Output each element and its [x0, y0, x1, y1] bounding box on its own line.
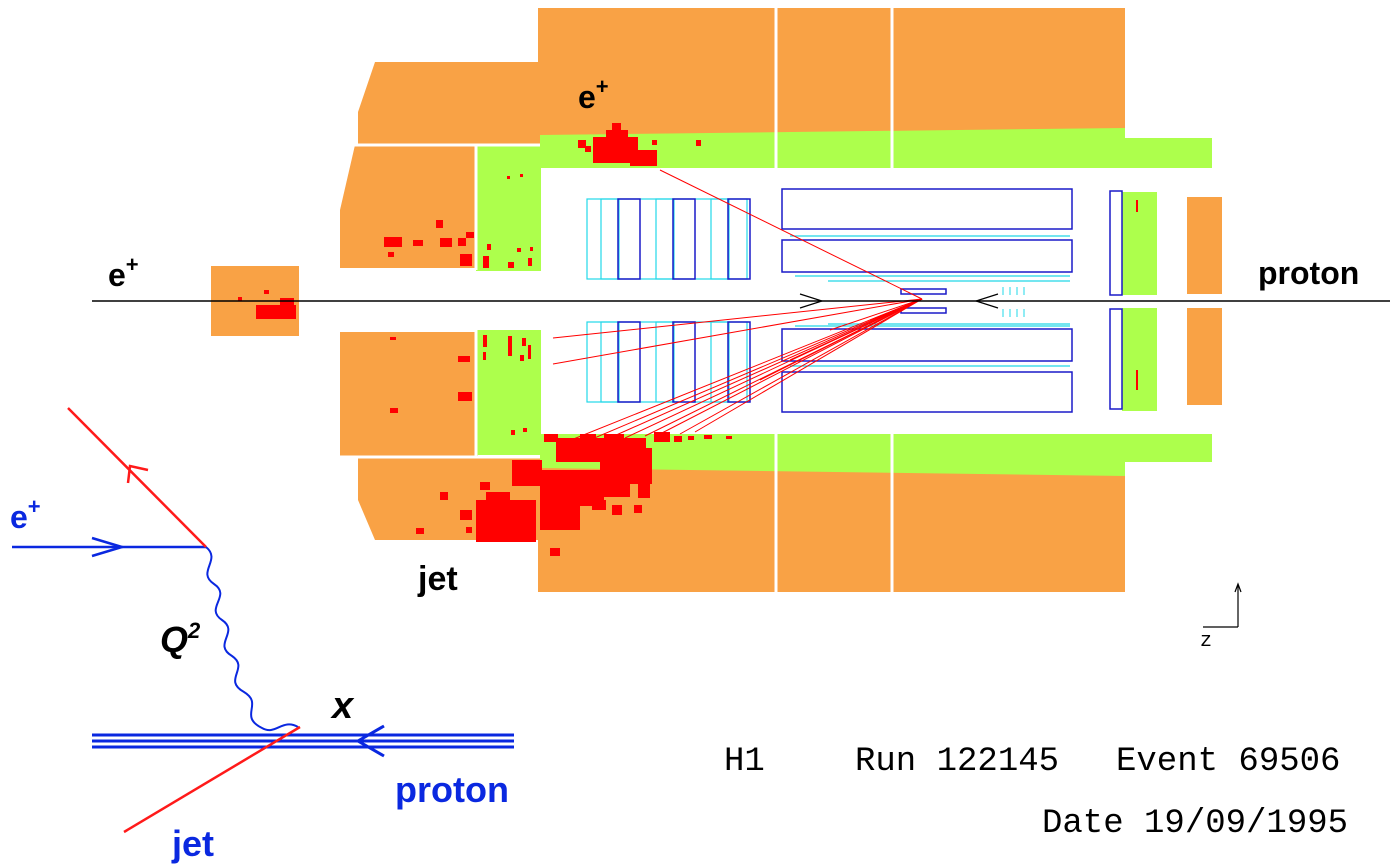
label-positron-top: e+	[578, 74, 609, 115]
feynman-label-positron: e+	[10, 494, 41, 535]
positron-out-line	[67, 407, 207, 548]
hadronic-calorimeter	[211, 8, 1222, 592]
label-proton-beam: proton	[1258, 255, 1359, 291]
em-calorimeter	[476, 128, 1212, 476]
experiment-label: H1	[724, 743, 765, 781]
label-positron-beam: e+	[108, 252, 139, 293]
feynman-diagram	[12, 407, 514, 834]
positron-in-line	[12, 536, 206, 558]
photon-propagator	[205, 546, 299, 731]
forward-tracker	[586, 198, 751, 403]
feynman-label-proton: proton	[395, 769, 509, 810]
particle-tracks	[552, 169, 923, 443]
run-label: Run 122145	[855, 743, 1059, 781]
proton-lines	[92, 724, 514, 758]
feynman-label-x: x	[330, 685, 355, 727]
label-jet-detector: jet	[417, 560, 458, 598]
jet-line	[123, 725, 301, 834]
beam-arrow-icon	[799, 293, 999, 309]
axis-icon	[1203, 582, 1242, 628]
event-label: Event 69506	[1116, 743, 1340, 781]
feynman-label-jet: jet	[171, 823, 214, 864]
feynman-label-q2: Q2	[160, 618, 201, 660]
date-label: Date 19/09/1995	[1042, 805, 1348, 843]
axis-label: z	[1200, 630, 1212, 653]
central-tracker	[781, 188, 1123, 413]
energy-deposits	[238, 123, 1138, 556]
calorimeter-dividers	[340, 6, 894, 594]
